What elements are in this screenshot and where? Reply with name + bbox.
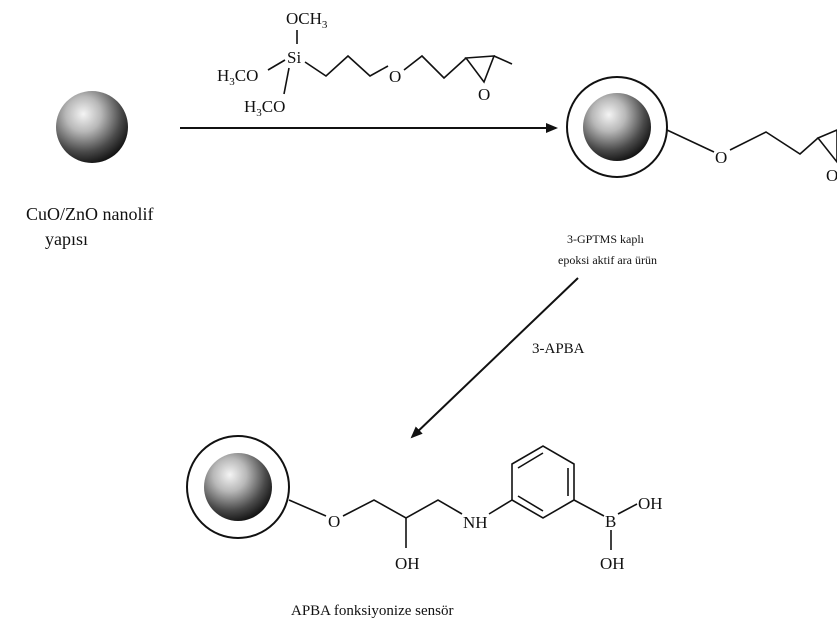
product-structure: O OH NH B OH OH: [288, 445, 663, 573]
start-label-line2: yapısı: [45, 229, 88, 249]
epoxide-o-label: O: [478, 85, 490, 104]
start-label-line1: CuO/ZnO nanolif: [26, 204, 154, 224]
product-nh-label: NH: [463, 513, 488, 532]
coated-sphere: [583, 93, 651, 161]
intermediate-label-line1: 3-GPTMS kaplı: [567, 232, 645, 246]
product-ether-o: O: [328, 512, 340, 531]
intermediate-chain: O O: [666, 129, 837, 185]
h3co-label-1: H3CO: [217, 66, 258, 88]
si-label: Si: [287, 48, 301, 67]
reagent-3-apba-label: 3-APBA: [532, 341, 585, 357]
boron-oh-label-2: OH: [600, 554, 625, 573]
intermediate-ether-o: O: [715, 148, 727, 167]
ether-o-label: O: [389, 67, 401, 86]
product-sphere: [204, 453, 272, 521]
boron-oh-label-1: OH: [638, 494, 663, 513]
h3co-label-2: H3CO: [244, 97, 285, 119]
reaction-arrow-2: [410, 277, 579, 439]
product-oh-label: OH: [395, 554, 420, 573]
gptms-structure: OCH3 Si H3CO H3CO O O: [217, 9, 513, 119]
och3-label: OCH3: [286, 9, 328, 31]
boron-label: B: [605, 512, 616, 531]
intermediate-epoxide-o: O: [826, 166, 837, 185]
product-label: APBA fonksiyonize sensör: [291, 603, 454, 619]
intermediate-label-line2: epoksi aktif ara ürün: [558, 253, 657, 267]
nanofiber-sphere: [56, 91, 128, 163]
